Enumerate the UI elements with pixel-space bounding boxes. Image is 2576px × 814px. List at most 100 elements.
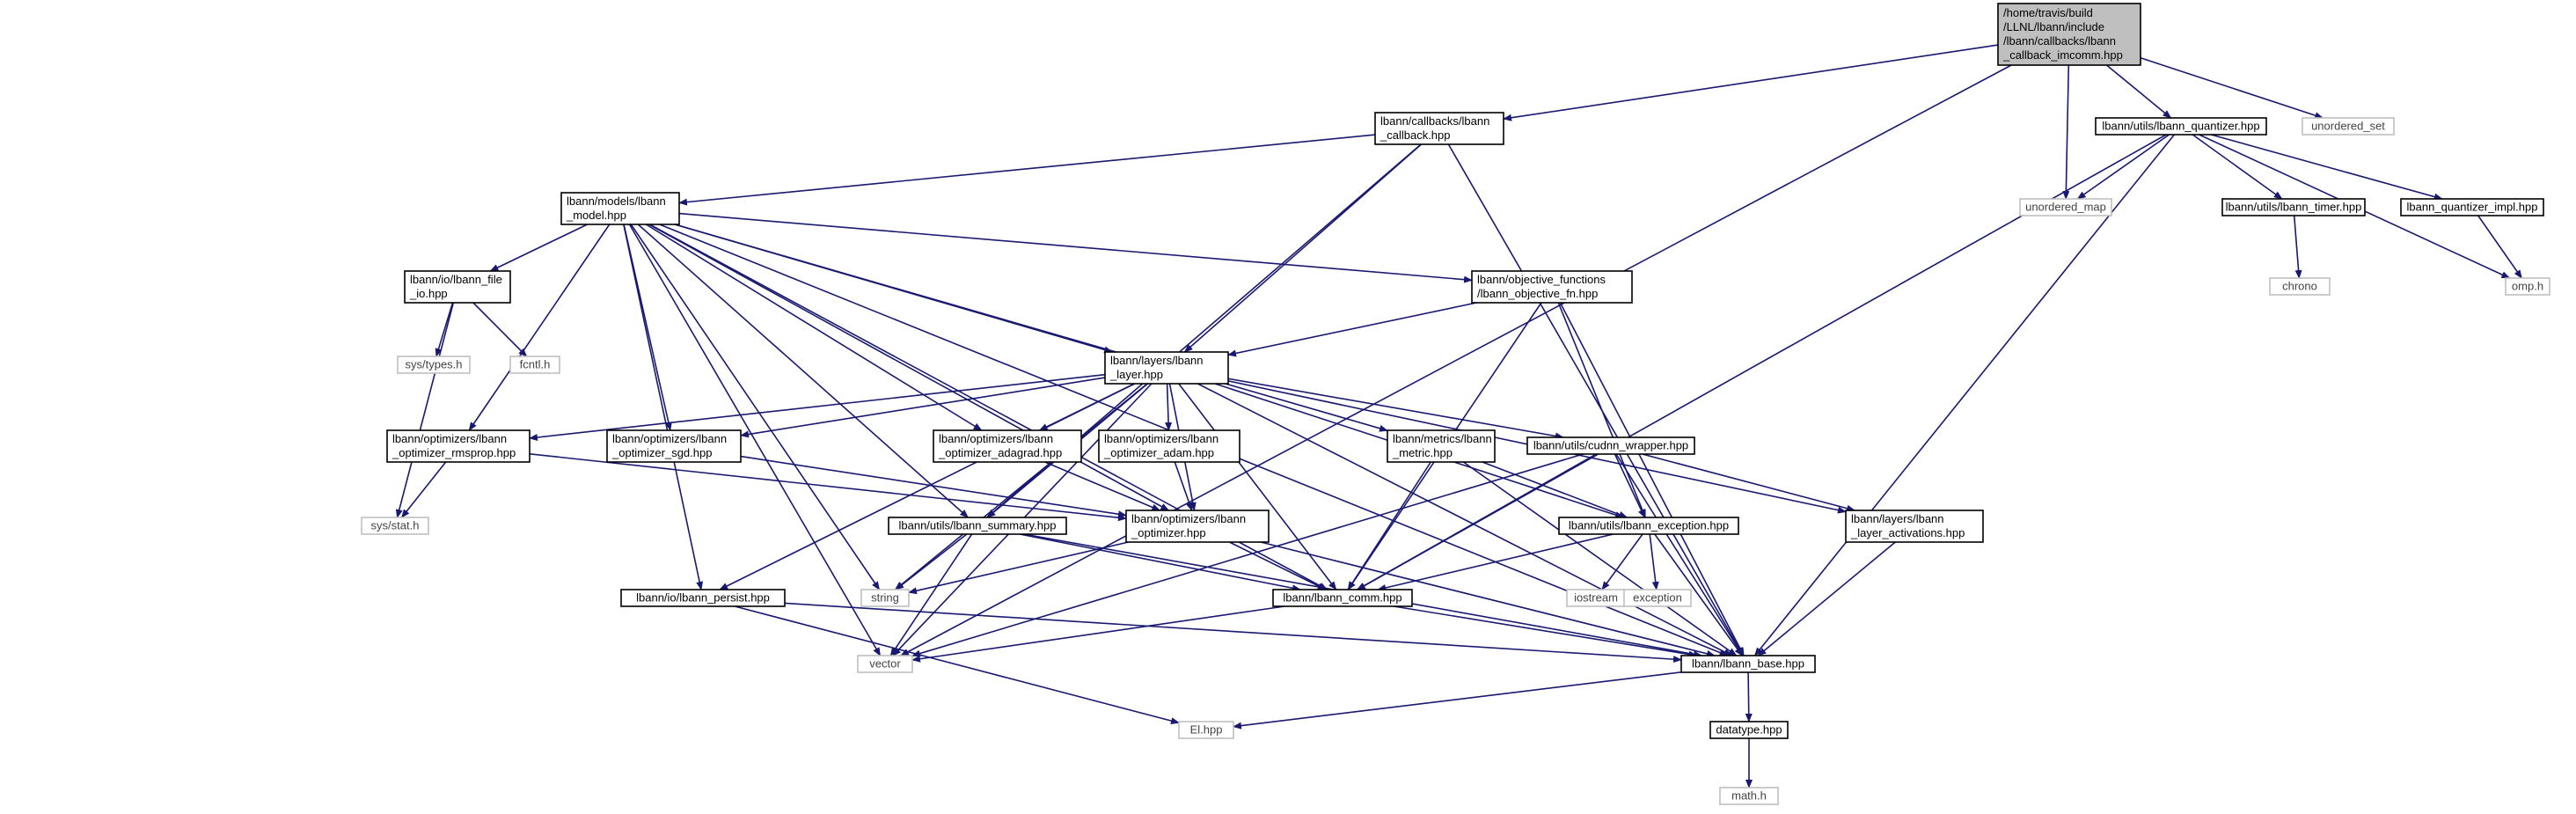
node-box (2095, 117, 2267, 136)
node-label-line: lbann/utils/lbann_exception.hpp (1569, 519, 1729, 532)
node-omp: omp.h (2505, 277, 2550, 296)
node-summary[interactable]: lbann/utils/lbann_summary.hpp (888, 517, 1067, 535)
node-comm[interactable]: lbann/lbann_comm.hpp (1272, 589, 1413, 607)
edge-model-to-vector (628, 224, 882, 656)
edge-base-to-datatype (1745, 671, 1753, 722)
edge-rmsprop-to-sys_stat (400, 461, 447, 518)
node-box (933, 429, 1082, 463)
node-label-line: El.hpp (1190, 723, 1223, 737)
node-label-line: math.h (1731, 789, 1767, 803)
node-box (1526, 436, 1695, 455)
node-quantizer-impl[interactable]: lbann_quantizer_impl.hpp (2400, 198, 2544, 216)
node-label-line: _model.hpp (566, 209, 626, 222)
node-sgd[interactable]: lbann/optimizers/lbann_optimizer_sgd.hpp (606, 429, 742, 463)
edge-layer-to-string (894, 383, 1148, 590)
node-base[interactable]: lbann/lbann_base.hpp (1680, 655, 1816, 673)
node-label-line: lbann/utils/lbann_summary.hpp (899, 519, 1057, 532)
node-box (397, 356, 471, 374)
node-label-line: unordered_set (2311, 120, 2385, 133)
node-iostream: iostream (1566, 589, 1626, 607)
node-label-line: vector (869, 657, 901, 671)
node-file-io[interactable]: lbann/io/lbann_file_io.hpp (404, 270, 511, 304)
node-label-line: sys/stat.h (371, 519, 420, 532)
edge-objective_fn-to-exception (1557, 302, 1646, 518)
node-adagrad[interactable]: lbann/optimizers/lbann_optimizer_adagrad… (933, 429, 1082, 463)
edge-root-to-unordered_map (2062, 64, 2070, 200)
node-unordered-map: unordered_map (2019, 198, 2112, 216)
edge-summary-to-string (895, 533, 968, 590)
node-cudnn[interactable]: lbann/utils/cudnn_wrapper.hpp (1526, 436, 1695, 455)
node-label-line: unordered_map (2025, 201, 2106, 214)
edge-summary-to-vector (889, 533, 973, 656)
node-root[interactable]: /home/travis/build/LLNL/lbann/include/lb… (1997, 3, 2141, 66)
edge-root-to-quantizer (2105, 64, 2172, 119)
node-rmsprop[interactable]: lbann/optimizers/lbann_optimizer_rmsprop… (386, 429, 531, 463)
edge-callback-to-layer (1183, 143, 1423, 353)
node-label-line: _layer.hpp (1109, 368, 1163, 381)
node-box (620, 589, 786, 607)
edge-layer-to-base (1197, 383, 1733, 656)
node-exception[interactable]: lbann/utils/lbann_exception.hpp (1558, 517, 1739, 535)
node-box (1387, 429, 1496, 463)
edge-layer-to-comm (1178, 383, 1337, 590)
edge-optimizer-to-base (1260, 541, 1716, 657)
node-label-line: lbann/lbann_comm.hpp (1283, 591, 1401, 605)
edge-layer-to-persist (719, 383, 1136, 590)
edge-cudnn-to-comm (1356, 453, 1597, 590)
edge-objective_fn-to-base (1559, 302, 1745, 656)
node-label-line: /LLNL/lbann/include (2003, 20, 2104, 33)
edge-rmsprop-to-optimizer (529, 453, 1127, 522)
node-box (860, 589, 910, 607)
edge-file_io-to-sys_stat (395, 302, 455, 518)
node-label-line: lbann/optimizers/lbann (939, 432, 1053, 445)
edge-base-to-el (1233, 671, 1682, 730)
edge-file_io-to-fcntl (472, 302, 528, 357)
node-box (1471, 270, 1633, 304)
node-label-line: _optimizer_sgd.hpp (611, 446, 712, 459)
node-box (1178, 721, 1234, 739)
edge-root-to-unordered_set (2140, 56, 2324, 119)
node-label-line: /lbann_objective_fn.hpp (1477, 287, 1598, 300)
node-datatype[interactable]: datatype.hpp (1709, 721, 1789, 739)
edge-cudnn-to-base (1615, 453, 1744, 656)
node-metric[interactable]: lbann/metrics/lbann_metric.hpp (1387, 429, 1496, 463)
node-box (1997, 3, 2141, 66)
edge-model-to-string (630, 224, 881, 590)
edge-objective_fn-to-layer (1227, 302, 1477, 357)
edge-layer-to-cudnn (1227, 378, 1564, 440)
node-model[interactable]: lbann/models/lbann_model.hpp (560, 192, 680, 225)
node-box (1098, 429, 1240, 463)
edge-metric-to-exception (1482, 461, 1628, 518)
node-layer[interactable]: lbann/layers/lbann_layer.hpp (1104, 351, 1229, 385)
node-label-line: lbann/layers/lbann (1110, 354, 1204, 367)
node-label-line: _layer_activations.hpp (1850, 526, 1965, 539)
node-activations[interactable]: lbann/layers/lbann_layer_activations.hpp (1845, 510, 1984, 543)
node-quantizer[interactable]: lbann/utils/lbann_quantizer.hpp (2095, 117, 2267, 136)
node-label-line: lbann/metrics/lbann (1393, 432, 1492, 445)
node-exception-std: exception (1623, 589, 1692, 607)
node-timer[interactable]: lbann/utils/lbann_timer.hpp (2221, 198, 2366, 216)
edge-model-to-adagrad (645, 224, 983, 431)
node-adam[interactable]: lbann/optimizers/lbann_optimizer_adam.hp… (1098, 429, 1240, 463)
edge-callback-to-model (678, 134, 1376, 206)
node-objective-fn[interactable]: lbann/objective_functions/lbann_objectiv… (1471, 270, 1633, 304)
edge-model-to-optimizer (648, 224, 1170, 511)
node-persist[interactable]: lbann/io/lbann_persist.hpp (620, 589, 786, 607)
node-label-line: /lbann/callbacks/lbann (2003, 34, 2116, 48)
edge-metric-to-base (1462, 461, 1738, 656)
node-callback[interactable]: lbann/callbacks/lbann_callback.hpp (1374, 112, 1504, 145)
edge-exception-to-base (1654, 533, 1743, 656)
edge-layer-to-sgd (740, 377, 1106, 438)
edge-exception-to-comm (1377, 533, 1614, 591)
node-label-line: lbann/io/lbann_persist.hpp (636, 591, 770, 605)
node-box (1709, 721, 1789, 739)
edge-sgd-to-optimizer (740, 455, 1127, 518)
node-box (2302, 117, 2395, 136)
edge-summary-to-comm (1019, 533, 1301, 592)
node-optimizer[interactable]: lbann/optimizers/lbann_optimizer.hpp (1125, 510, 1270, 543)
edge-quantizer-to-timer (2192, 134, 2283, 200)
edge-file_io-to-sys_types (435, 302, 454, 357)
node-box (857, 655, 913, 673)
edge-model-to-rmsprop (468, 224, 611, 431)
node-box (509, 356, 560, 374)
